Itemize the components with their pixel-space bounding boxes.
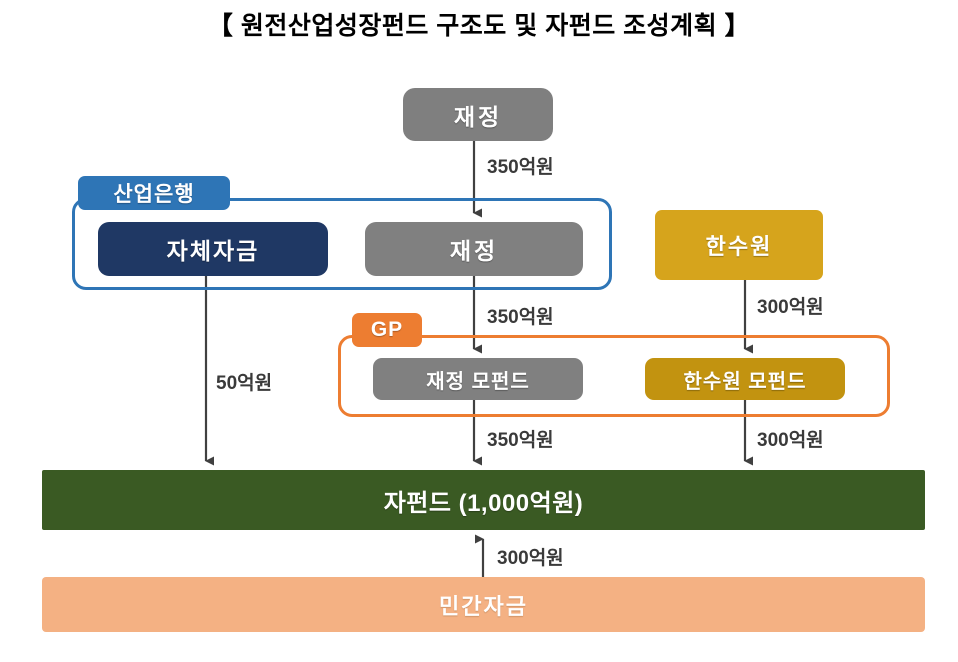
flow-label-khnp-mother-to-child-fund: 300억원 xyxy=(757,430,824,451)
node-khnp-mother-fund[interactable]: 한수원 모펀드 xyxy=(645,358,845,400)
node-own-funds[interactable]: 자체자금 xyxy=(98,222,328,276)
flow-label-private-capital-to-child-fund: 300억원 xyxy=(497,548,564,569)
flow-label-own-funds-to-child-fund: 50억원 xyxy=(216,373,273,394)
node-finance-mother-fund[interactable]: 재정 모펀드 xyxy=(373,358,583,400)
node-finance-top[interactable]: 재정 xyxy=(403,88,553,141)
group-container-kdb xyxy=(72,198,612,290)
group-tab-kdb[interactable]: 산업은행 xyxy=(78,176,230,210)
node-khnp[interactable]: 한수원 xyxy=(655,210,823,280)
node-private-capital[interactable]: 민간자금 xyxy=(42,577,925,632)
flow-label-kdb-finance-to-mother-fund: 350억원 xyxy=(487,307,554,328)
page-title: 【 원전산업성장펀드 구조도 및 자펀드 조성계획 】 xyxy=(207,12,751,40)
node-child-fund[interactable]: 자펀드 (1,000억원) xyxy=(42,470,925,530)
group-tab-gp[interactable]: GP xyxy=(352,313,422,347)
flow-label-finance-to-kdb-finance: 350억원 xyxy=(487,157,554,178)
flow-label-finance-mother-to-child-fund: 350억원 xyxy=(487,430,554,451)
flow-label-khnp-to-khnp-mother-fund: 300억원 xyxy=(757,297,824,318)
group-container-gp xyxy=(338,335,890,417)
node-finance-kdb[interactable]: 재정 xyxy=(365,222,583,276)
